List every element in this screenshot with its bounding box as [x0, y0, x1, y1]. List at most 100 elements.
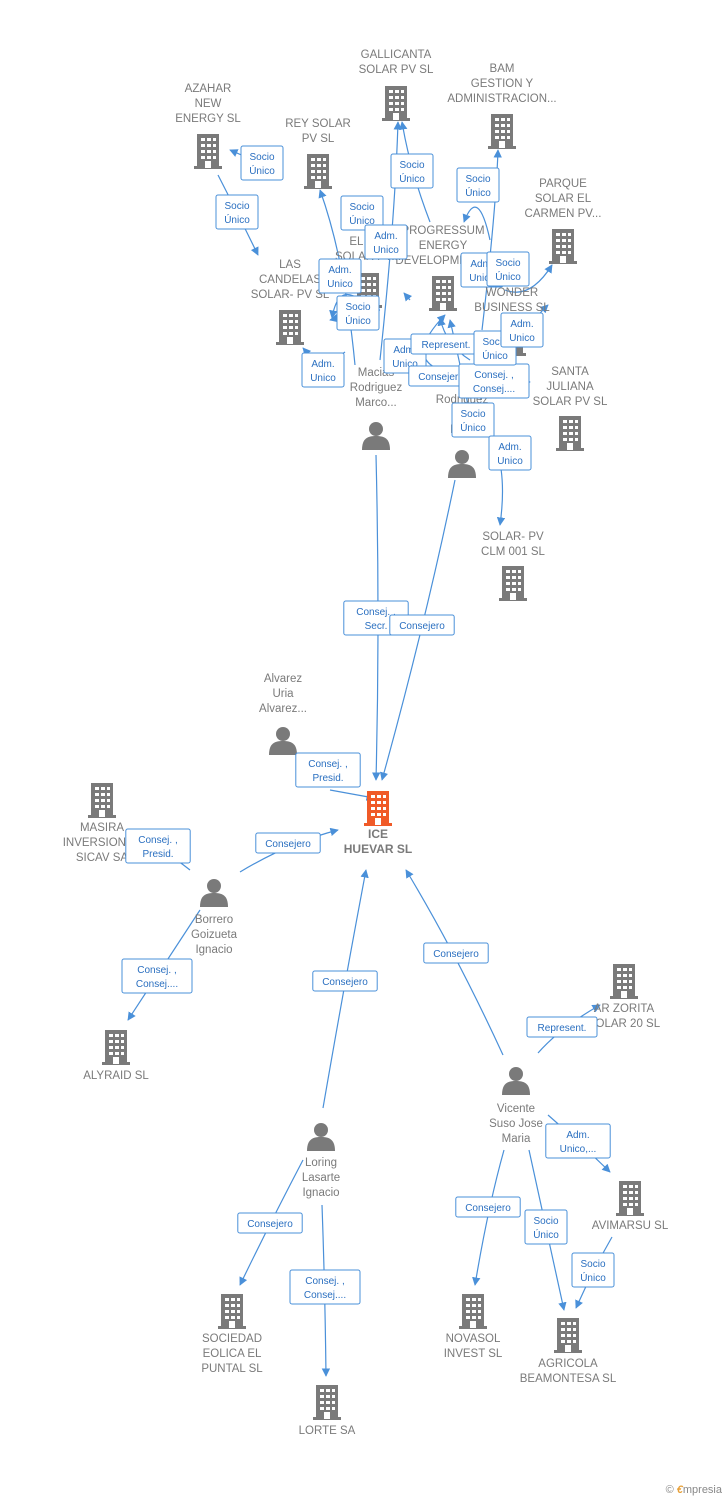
edge-label-text: Consej....: [136, 979, 178, 990]
edge-label-3[interactable]: Consejero: [255, 832, 321, 854]
node-label: BUSINESS SL: [474, 302, 550, 314]
edge-label-text: Consejero: [418, 372, 464, 383]
edge-label-box: [295, 752, 361, 788]
node-label: AGRICOLA: [538, 1358, 598, 1370]
edge-label-34[interactable]: Adm.Unico: [488, 435, 532, 471]
edge-label-8[interactable]: Represent.: [526, 1016, 598, 1038]
node-label: SOCIEDAD: [202, 1333, 262, 1345]
edge-label-text: Presid.: [142, 849, 173, 860]
node-label: Ignacio: [195, 944, 232, 956]
building-icon: [429, 276, 457, 311]
edge-label-25[interactable]: Adm.Unico: [301, 352, 345, 388]
edge-label-13[interactable]: Consejero: [237, 1212, 303, 1234]
node-label: ENERGY SL: [175, 113, 241, 125]
edge-label-text: Socio: [495, 258, 520, 269]
edge-label-18[interactable]: Adm.Unico: [364, 224, 408, 260]
edge-label-text: Unico: [310, 373, 336, 384]
edge-label-text: Represent.: [538, 1023, 587, 1034]
edge-label-text: Unico,...: [560, 1144, 597, 1155]
node-label: Rodriguez: [350, 382, 403, 394]
edge-label-text: Unico: [509, 333, 535, 344]
node-label: EOLICA EL: [203, 1348, 262, 1360]
company-node-n25[interactable]: LORTE SA: [299, 1385, 356, 1437]
edge-label-box: [524, 1209, 568, 1245]
node-label: AVIMARSU SL: [592, 1220, 669, 1232]
edge-label-28[interactable]: Represent.: [410, 333, 482, 355]
company-node-n24[interactable]: AGRICOLA BEAMONTESA SL: [520, 1318, 617, 1385]
node-label: Ignacio: [302, 1187, 339, 1199]
edge-label-7[interactable]: Consejero: [423, 942, 489, 964]
node-label: CARMEN PV...: [525, 208, 602, 220]
building-icon: [610, 964, 638, 999]
edge-label-32[interactable]: Adm. Unico: [500, 312, 544, 348]
node-label: CANDELAS: [259, 274, 321, 286]
edge-label-14[interactable]: Consej. ,Consej....: [289, 1269, 361, 1305]
node-label: Alvarez: [264, 673, 303, 685]
edge-label-23[interactable]: Adm.Unico: [318, 258, 362, 294]
edge-label-text: Consejero: [465, 1203, 511, 1214]
company-node-n17[interactable]: ALYRAID SL: [83, 1030, 149, 1082]
company-node-n21[interactable]: AVIMARSU SL: [592, 1181, 669, 1232]
edge-label-6[interactable]: Consejero: [312, 970, 378, 992]
edge-label-box: [488, 435, 532, 471]
edge-label-box: [423, 942, 489, 964]
edge-label-30[interactable]: Consej. ,Consej....: [458, 363, 530, 399]
edge-label-text: Socio: [460, 409, 485, 420]
edge-label-box: [500, 312, 544, 348]
edge-label-box: [301, 352, 345, 388]
node-label: SICAV SA: [76, 852, 129, 864]
edge-21: [481, 149, 502, 331]
edge-label-text: Adm.: [510, 319, 533, 330]
edge-26: [403, 292, 413, 302]
edge-label-1[interactable]: Consejero: [389, 614, 455, 636]
building-icon: [276, 310, 304, 345]
edge-label-text: Único: [224, 213, 250, 226]
edge-label-9[interactable]: Adm. Unico,...: [545, 1123, 611, 1159]
edge-label-10[interactable]: Consejero: [455, 1196, 521, 1218]
edge-label-4[interactable]: Consej. ,Presid.: [125, 828, 191, 864]
node-label: Alvarez...: [259, 703, 307, 715]
person-node-n14[interactable]: AlvarezUriaAlvarez...: [259, 673, 307, 755]
edge-label-text: Socio: [465, 174, 490, 185]
edge-label-box: [237, 1212, 303, 1234]
node-label: SOLAR PV SL: [533, 396, 608, 408]
edge-label-text: Adm.: [566, 1130, 589, 1141]
copyright-icon: ©: [665, 1484, 674, 1496]
node-label: BEAMONTESA SL: [520, 1373, 617, 1385]
edge-label-2[interactable]: Consej. ,Presid.: [295, 752, 361, 788]
edge-label-5[interactable]: Consej. ,Consej....: [121, 958, 193, 994]
edge-label-box: [240, 145, 284, 181]
building-icon: [88, 783, 116, 818]
edge-label-text: Consej....: [304, 1290, 346, 1301]
person-node-n12[interactable]: MaciasRodriguezMarco...: [350, 367, 403, 450]
edge-label-text: Único: [482, 349, 508, 362]
